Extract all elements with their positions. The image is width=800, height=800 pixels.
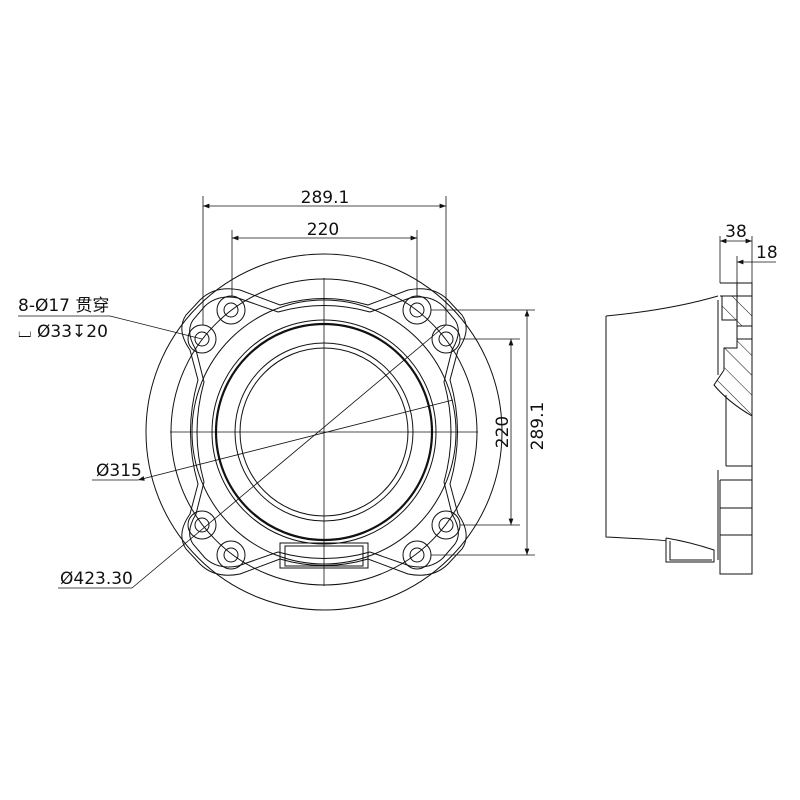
bolt-hole	[216, 295, 246, 325]
dim-top-inner: 220	[231, 220, 418, 296]
hole-callout-line1: 8-Ø17 贯穿	[18, 296, 109, 316]
front-view: 289.1 220 220 289.1 8-Ø17 贯穿 ⌴ Ø33↧20	[18, 188, 548, 611]
flange-inner-outline	[189, 296, 459, 568]
bolt-hole	[216, 540, 246, 570]
outer-dia-label: Ø423.30	[60, 569, 133, 589]
bolt-hole	[402, 540, 432, 570]
dim-side-flange-label: 18	[756, 243, 778, 263]
side-view: 38 18	[605, 222, 778, 575]
hole-callout-line2: ⌴ Ø33↧20	[18, 322, 108, 342]
dim-side-flange: 18	[736, 243, 778, 283]
flange-outline	[181, 288, 467, 576]
section-hatch	[713, 295, 753, 417]
outer-callout: Ø423.30	[58, 324, 447, 589]
dim-right-inner-label: 220	[493, 416, 513, 448]
bore-callout: Ø315	[92, 399, 454, 481]
hole-callout: 8-Ø17 贯穿 ⌴ Ø33↧20	[18, 296, 203, 342]
outer-circle	[145, 253, 503, 611]
side-flange	[719, 282, 753, 575]
dim-top-outer: 289.1	[202, 188, 447, 325]
dim-right-outer-label: 289.1	[528, 402, 548, 451]
dim-right-inner: 220	[460, 338, 520, 526]
dim-top-outer-label: 289.1	[301, 188, 350, 208]
side-body-outline	[605, 295, 719, 542]
bore-dia-label: Ø315	[96, 461, 142, 481]
bolt-hole	[187, 324, 217, 354]
bolt-hole	[187, 510, 217, 540]
side-notch	[665, 537, 715, 563]
dim-top-inner-label: 220	[307, 220, 339, 240]
dim-side-total-label: 38	[725, 222, 747, 242]
dim-side-total: 38	[719, 222, 753, 283]
dim-right-outer: 289.1	[431, 309, 548, 556]
